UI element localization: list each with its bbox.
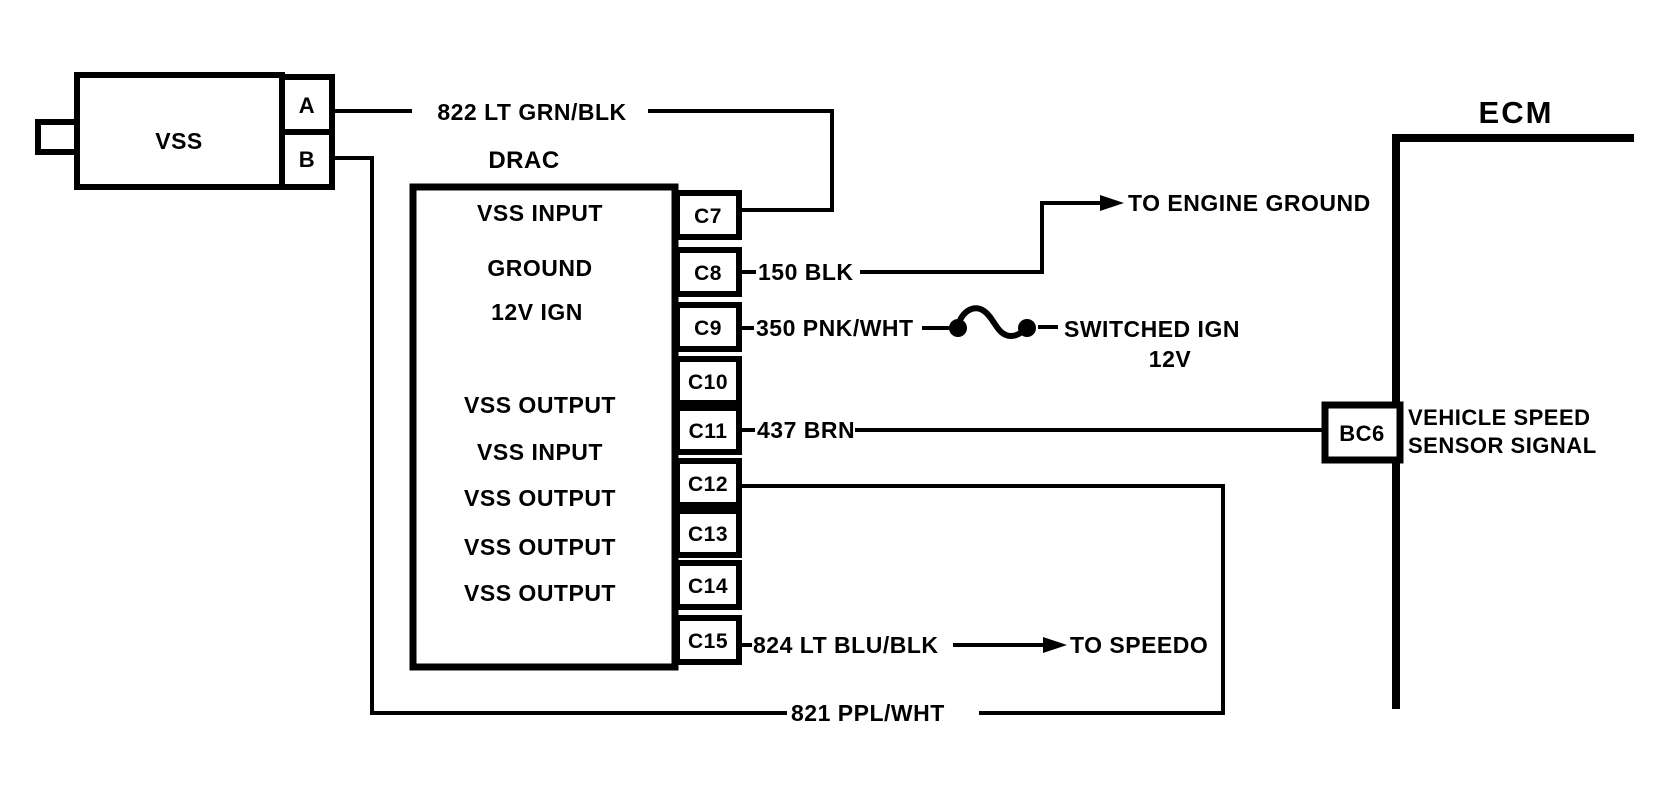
engine-ground-label: TO ENGINE GROUND [1128,190,1371,216]
drac-box [409,183,679,671]
drac-label-ground: GROUND [487,255,592,281]
drac-pin-c9-label: C9 [694,317,722,340]
bc6-connector [1321,401,1404,464]
switched-ign-voltage-label: 12V [1149,346,1192,372]
drac-pin-c12-box [674,458,742,508]
drac-pin-c7-label: C7 [694,205,722,228]
vss-mount-tab [35,119,80,155]
vss-pin-b-label: B [299,147,315,172]
switched-ign-label: SWITCHED IGN [1064,316,1240,342]
wire-821-segment-left [330,156,787,715]
vss-pin-b-box [279,129,335,190]
vehicle-speed-label-line2: SENSOR SIGNAL [1408,433,1597,458]
arrow-right-icon [1100,195,1124,211]
arrow-right-icon [1043,637,1067,653]
drac-pin-c11-box [674,405,742,455]
ecm-boundary [1392,134,1634,709]
drac-pin-c10-label: C10 [688,371,728,394]
wire-350-label: 350 PNK/WHT [756,315,914,341]
drac-pin-c8-label: C8 [694,262,722,285]
drac-pin-c13-box [674,508,742,558]
drac-pin-c10-box [674,356,742,406]
wire-437-label: 437 BRN [757,417,855,443]
drac-pin-c7-box [674,190,742,240]
fusible-link-dot-right [1018,319,1036,337]
drac-label-vss-output-2: VSS OUTPUT [464,485,616,511]
drac-pin-c11-label: C11 [689,420,728,443]
vehicle-speed-label-line1: VEHICLE SPEED [1408,405,1591,430]
drac-pin-c14-label: C14 [688,575,728,598]
wire-822-label: 822 LT GRN/BLK [437,99,626,125]
drac-label-vss-input-2: VSS INPUT [477,439,603,465]
to-speedo-label: TO SPEEDO [1070,632,1208,658]
drac-label-vss-output-1: VSS OUTPUT [464,392,616,418]
drac-pin-c15-label: C15 [688,630,728,653]
drac-pin-c9-box [674,302,742,352]
wire-822-segment-right [648,109,834,212]
fusible-link-icon [955,305,1029,340]
wire-821-label: 821 PPL/WHT [791,700,945,726]
wire-150-label: 150 BLK [758,259,854,285]
drac-pin-c12-label: C12 [688,473,728,496]
vss-pin-a-label: A [299,93,315,118]
drac-pin-c15-box [674,615,742,665]
drac-title: DRAC [488,147,559,174]
wire-150-segment [860,201,1102,274]
drac-pin-c13-label: C13 [688,523,728,546]
drac-label-vss-input-1: VSS INPUT [477,200,603,226]
drac-label-vss-output-4: VSS OUTPUT [464,580,616,606]
drac-label-vss-output-3: VSS OUTPUT [464,534,616,560]
wire-c12-loop [738,484,1225,715]
vss-label: VSS [155,128,203,154]
drac-pin-c14-box [674,560,742,610]
bc6-label: BC6 [1339,421,1385,446]
ecm-title: ECM [1479,95,1554,130]
drac-label-12v-ign: 12V IGN [491,299,583,325]
drac-pin-c8-box [674,247,742,297]
wire-824-label: 824 LT BLU/BLK [753,632,938,658]
